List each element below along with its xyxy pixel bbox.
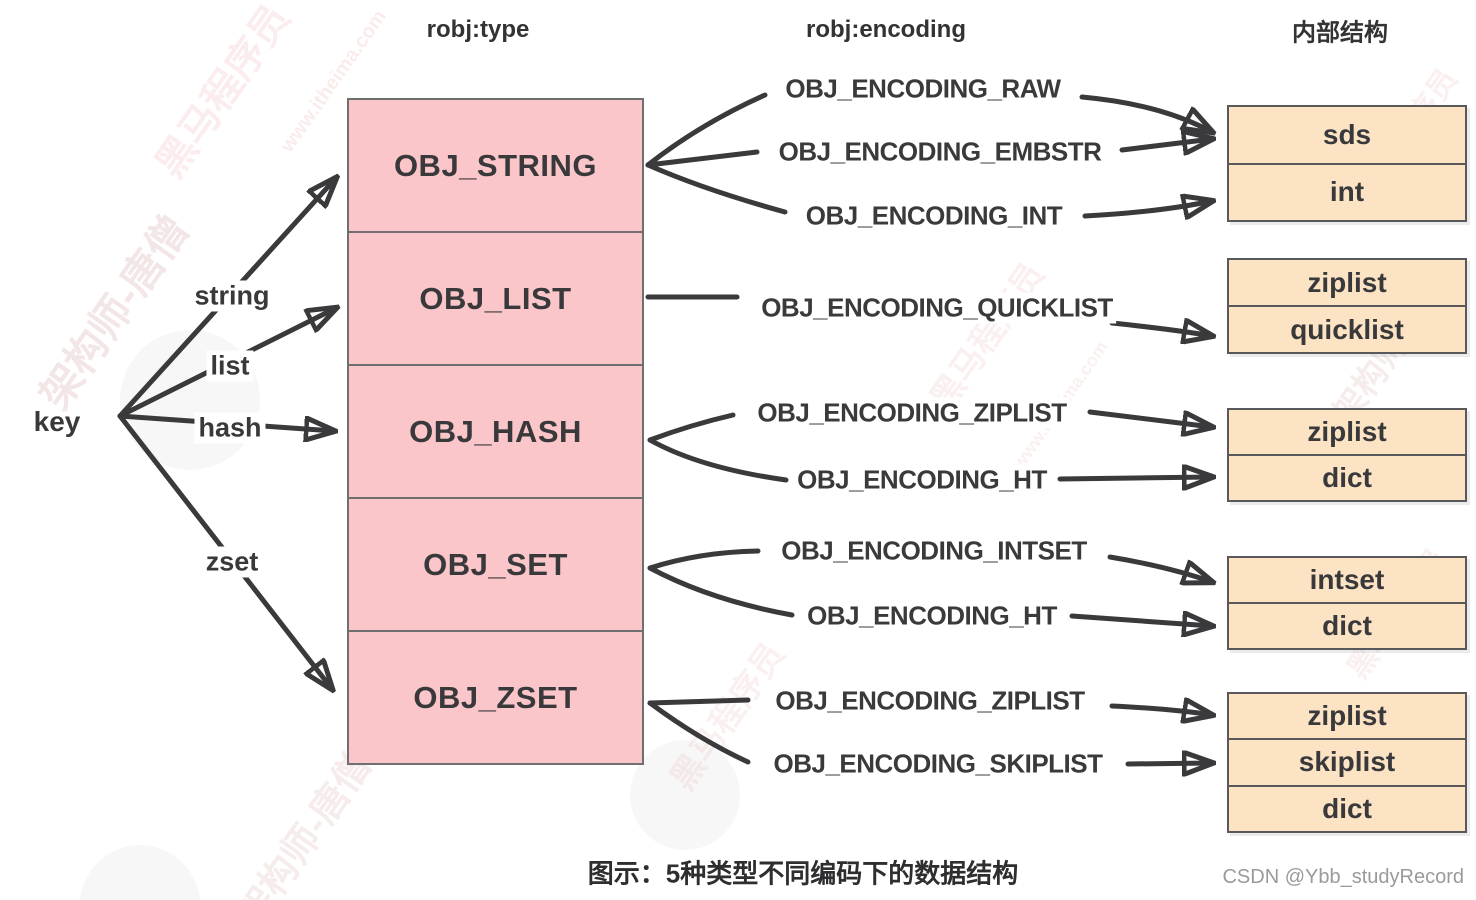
structure-cell-dict-hash: dict [1229,454,1465,500]
arrow-raw-to-sds [1079,94,1212,132]
csdn-credit: CSDN @Ybb_studyRecord [1222,866,1464,888]
structure-cell-ziplist-zset: ziplist [1307,700,1387,732]
encoding-label-skiplist: OBJ_ENCODING_SKIPLIST [770,748,1106,780]
line-obj-string-to-raw [645,92,768,168]
structure-group-zset: ziplist skiplist dict [1227,692,1467,833]
structure-cell-dict-zset: dict [1229,784,1465,831]
line-obj-hash-to-ziplist [647,412,736,443]
structure-cell-ziplist-list: ziplist [1307,266,1387,298]
encoding-label-ht-set: OBJ_ENCODING_HT [804,600,1060,632]
structure-cell-ziplist-hash: ziplist [1307,416,1387,447]
structure-cell-quicklist: quicklist [1229,305,1465,352]
encoding-label-quicklist: OBJ_ENCODING_QUICKLIST [758,292,1116,324]
arrow-intset-to-intset [1107,554,1212,582]
header-robj-type: robj:type [426,16,530,43]
structure-group-hash: ziplist dict [1227,408,1467,502]
encoding-label-raw: OBJ_ENCODING_RAW [782,73,1064,105]
arrow-int-to-int [1082,201,1212,216]
encoding-label-ziplist-zset: OBJ_ENCODING_ZIPLIST [772,685,1088,717]
structure-cell-dict-set: dict [1229,602,1465,648]
line-obj-set-to-intset [647,548,761,571]
type-box-obj-string: OBJ_STRING [393,147,598,183]
structure-group-list: ziplist quicklist [1227,258,1467,354]
line-obj-zset-to-ziplist [647,697,751,706]
structure-cell-sds: sds [1322,118,1372,150]
encoding-label-intset: OBJ_ENCODING_INTSET [778,535,1090,567]
type-column: OBJ_STRING OBJ_LIST OBJ_HASH OBJ_SET OBJ… [347,98,644,765]
diagram-caption: 图示：5种类型不同编码下的数据结构 [587,858,1019,889]
branch-label-list: list [206,350,254,382]
line-obj-zset-to-skiplist [647,700,751,765]
type-box-obj-hash: OBJ_HASH [349,364,642,497]
branch-label-string: string [190,280,274,312]
structure-cell-skiplist: skiplist [1229,738,1465,784]
line-obj-hash-to-ht [647,437,789,483]
type-box-obj-set: OBJ_SET [349,497,642,630]
type-box-obj-list: OBJ_LIST [349,231,642,364]
header-robj-encoding: robj:encoding [806,16,966,43]
arrow-quicklist-to-quicklist [1109,323,1212,336]
encoding-label-ht-hash: OBJ_ENCODING_HT [794,464,1050,496]
arrow-skiplist-to-skiplist [1125,763,1212,764]
encoding-label-int: OBJ_ENCODING_INT [802,200,1066,232]
arrow-ziplist-to-ziplist [1087,409,1212,427]
structure-cell-int: int [1229,162,1465,221]
type-box-obj-zset: OBJ_ZSET [349,630,642,763]
encoding-label-ziplist-hash: OBJ_ENCODING_ZIPLIST [754,397,1070,429]
arrow-ht-to-dict-set [1069,616,1212,626]
arrow-ziplist-to-ziplist-zset [1109,706,1212,715]
line-obj-set-to-ht [647,565,795,618]
branch-label-hash: hash [194,412,266,444]
arrow-ht-to-dict [1057,477,1212,479]
key-label: key [33,406,81,437]
arrow-embstr-to-sds [1119,139,1212,150]
header-internal-structure: 内部结构 [1292,19,1388,47]
line-obj-string-to-int [645,162,788,215]
encoding-label-embstr: OBJ_ENCODING_EMBSTR [775,136,1105,168]
line-obj-string-to-embstr [645,149,760,168]
branch-label-zset: zset [201,546,263,578]
structure-group-set: intset dict [1227,556,1467,650]
structure-cell-intset: intset [1309,564,1385,595]
structure-group-string: sds int [1227,105,1467,222]
